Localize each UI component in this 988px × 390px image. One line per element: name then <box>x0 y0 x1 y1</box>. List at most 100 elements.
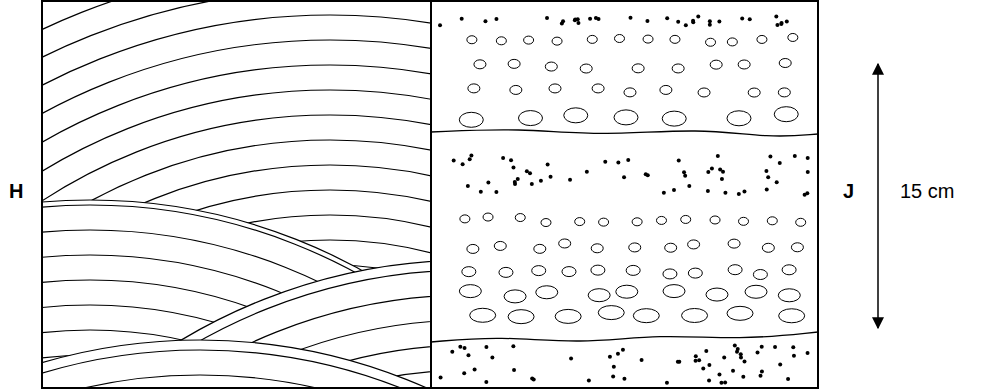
sand-grain <box>748 17 752 21</box>
sand-grain <box>760 369 764 373</box>
sand-grain <box>645 19 649 23</box>
sand-grain <box>708 23 712 27</box>
sand-grain <box>483 19 487 23</box>
sand-grain <box>462 371 466 375</box>
pebble <box>778 88 790 97</box>
pebble <box>745 285 767 298</box>
sand-grain <box>718 167 722 171</box>
sand-grain <box>561 19 565 23</box>
foreset-arc <box>42 1 431 388</box>
sand-grain <box>484 380 488 384</box>
sand-grain <box>585 170 589 174</box>
sand-grain <box>742 360 746 364</box>
sand-grain <box>739 355 743 359</box>
sand-grain <box>479 190 483 194</box>
sand-grain <box>501 156 505 160</box>
pebble <box>614 110 638 125</box>
pebble <box>541 219 551 227</box>
sand-grain <box>546 162 550 166</box>
pebble <box>727 38 737 46</box>
sand-grain <box>706 189 710 193</box>
pebble <box>738 60 750 69</box>
pebble <box>727 306 753 320</box>
sand-grain <box>742 190 746 194</box>
pebble <box>587 35 597 43</box>
sand-grain <box>511 344 515 348</box>
pebble <box>614 35 624 43</box>
sand-grain <box>766 175 770 179</box>
pebble <box>762 243 774 252</box>
sand-grain <box>616 352 620 356</box>
pebble <box>515 214 525 222</box>
pebble <box>552 37 562 45</box>
sand-grain <box>612 365 616 369</box>
sand-grain <box>696 15 700 19</box>
pebble <box>591 244 603 253</box>
foreset-arc <box>42 1 431 388</box>
pebble <box>459 112 483 127</box>
foreset-arc <box>42 1 431 388</box>
sand-grain <box>573 18 577 22</box>
panel-letter: H <box>9 181 23 201</box>
sand-grain <box>691 19 695 23</box>
sand-grain <box>803 193 807 197</box>
foreset-arc <box>42 1 431 388</box>
pebble <box>774 107 798 122</box>
sand-grain <box>717 372 721 376</box>
sand-grain <box>765 187 769 191</box>
sand-grain <box>773 345 777 349</box>
sand-grain <box>466 353 470 357</box>
pebble <box>580 64 592 73</box>
pebble <box>688 268 702 278</box>
pebble <box>706 288 728 301</box>
sand-grain <box>626 158 630 162</box>
pebble <box>496 37 506 45</box>
pebble <box>778 289 800 302</box>
pebble <box>549 84 561 93</box>
sand-grain <box>778 161 782 165</box>
pebble <box>518 111 542 126</box>
sand-grain <box>720 177 724 181</box>
sand-grain <box>694 359 698 363</box>
sand-grain <box>568 178 572 182</box>
pebble <box>663 285 685 298</box>
sand-grain <box>778 363 782 367</box>
sand-grain <box>708 19 712 23</box>
sand-grain <box>486 181 490 185</box>
panel-frame <box>42 1 431 388</box>
sand-grain <box>682 170 686 174</box>
pebble <box>663 269 677 279</box>
pebble <box>757 35 767 43</box>
sand-grain <box>760 345 764 349</box>
pebble <box>467 244 479 253</box>
pebble <box>727 111 751 126</box>
sand-grain <box>764 169 768 173</box>
pebble <box>545 62 557 71</box>
pebble <box>534 244 546 253</box>
pebble <box>796 218 806 226</box>
sand-grain <box>513 180 517 184</box>
sand-grain <box>469 153 473 157</box>
pebble <box>504 290 526 303</box>
sand-grain <box>687 184 691 188</box>
pebble <box>706 38 716 46</box>
pebble <box>681 215 691 223</box>
sand-grain <box>723 381 727 385</box>
sand-grain <box>793 154 797 158</box>
sand-grain <box>723 191 727 195</box>
pebble <box>670 35 680 43</box>
pebble <box>629 243 641 252</box>
pebble <box>672 64 684 73</box>
sand-grain <box>722 355 726 359</box>
pebble <box>474 60 486 69</box>
panel-frame <box>431 1 818 388</box>
sand-grain <box>490 356 494 360</box>
sand-grain <box>774 15 778 19</box>
sand-grain <box>640 358 644 362</box>
pebble <box>643 35 653 43</box>
sand-grain <box>701 367 705 371</box>
sand-grain <box>697 358 701 362</box>
graded-bedding <box>431 15 818 385</box>
pebble <box>510 85 522 94</box>
